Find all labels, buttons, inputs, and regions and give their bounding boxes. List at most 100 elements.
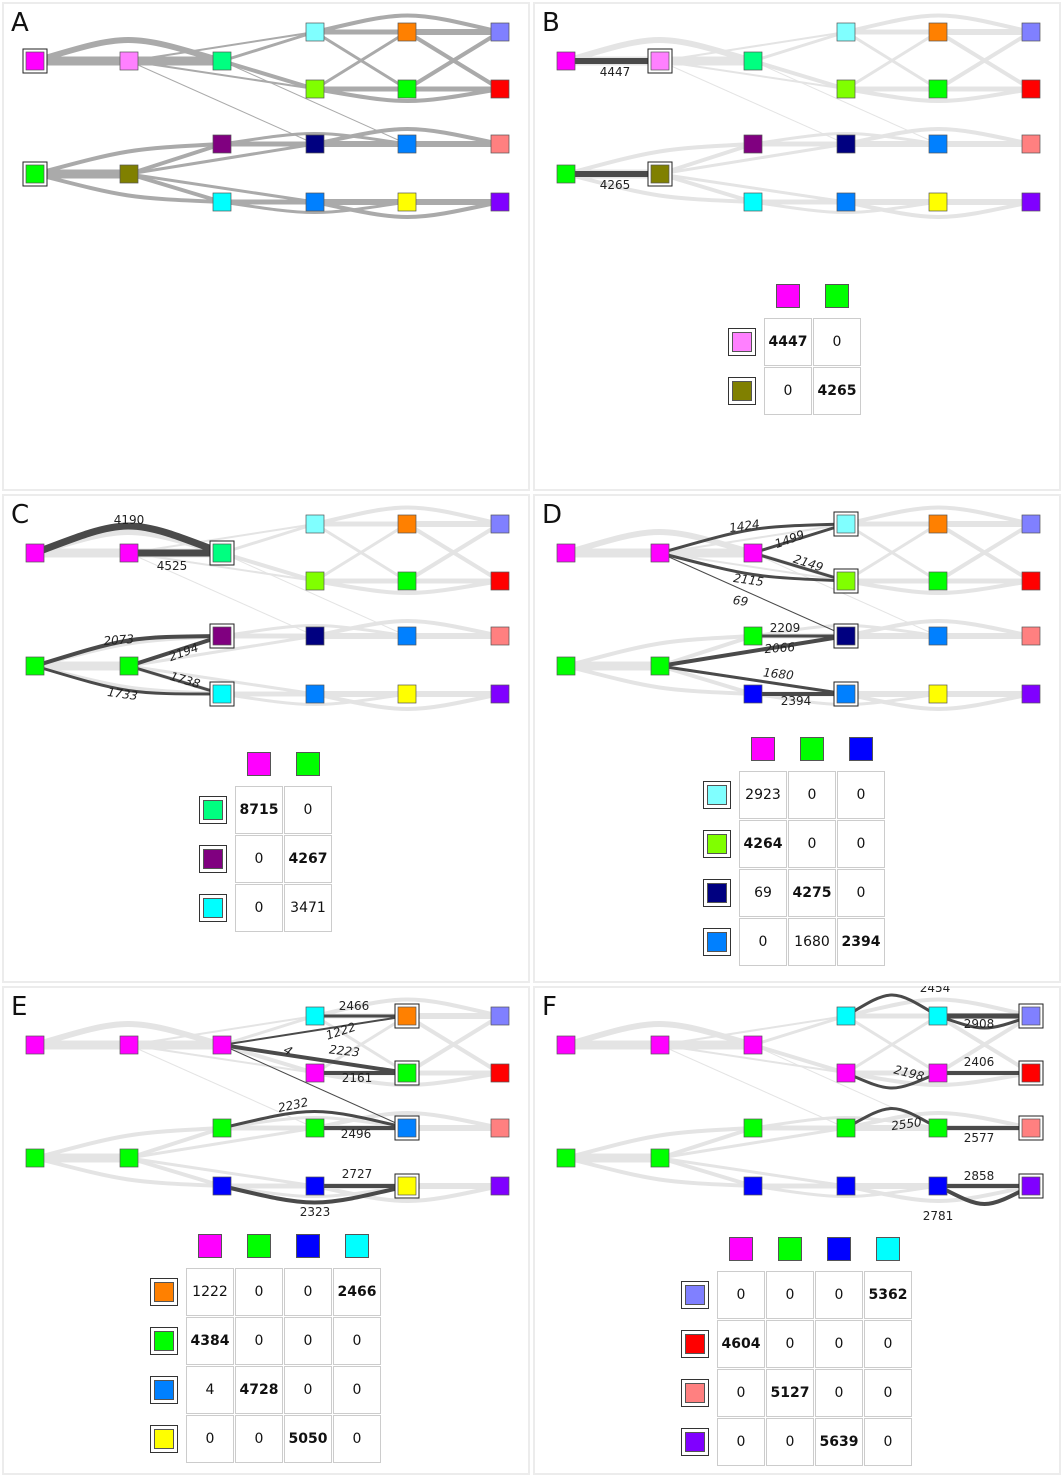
node-lightcyan[interactable]: [305, 22, 325, 42]
node-magenta[interactable]: [212, 1035, 232, 1055]
node-mint[interactable]: [743, 51, 763, 71]
node-olive[interactable]: [119, 164, 139, 184]
node-green[interactable]: [556, 1148, 576, 1168]
node-green[interactable]: [305, 1118, 325, 1138]
node-lightviolet[interactable]: [490, 514, 510, 534]
node-red[interactable]: [1021, 571, 1041, 591]
node-salmon[interactable]: [1021, 626, 1041, 646]
node-lightcyan[interactable]: [305, 514, 325, 534]
node-red[interactable]: [1021, 79, 1041, 99]
node-azure[interactable]: [397, 626, 417, 646]
node-mint[interactable]: [212, 51, 232, 71]
node-cyan[interactable]: [212, 684, 232, 704]
node-violet[interactable]: [1021, 1176, 1041, 1196]
node-lightcyan[interactable]: [836, 514, 856, 534]
node-violet[interactable]: [490, 192, 510, 212]
node-green[interactable]: [212, 1118, 232, 1138]
node-blue[interactable]: [836, 1176, 856, 1196]
node-salmon[interactable]: [490, 626, 510, 646]
node-red[interactable]: [490, 571, 510, 591]
node-green[interactable]: [928, 1118, 948, 1138]
node-green[interactable]: [397, 1063, 417, 1083]
node-lightviolet[interactable]: [1021, 1006, 1041, 1026]
node-salmon[interactable]: [1021, 1118, 1041, 1138]
node-orange[interactable]: [397, 1006, 417, 1026]
node-lightcyan[interactable]: [836, 22, 856, 42]
node-yellow[interactable]: [928, 192, 948, 212]
node-green[interactable]: [397, 571, 417, 591]
node-magenta[interactable]: [556, 1035, 576, 1055]
node-green[interactable]: [743, 626, 763, 646]
node-violet[interactable]: [490, 684, 510, 704]
node-salmon[interactable]: [490, 134, 510, 154]
node-violet[interactable]: [1021, 684, 1041, 704]
node-green[interactable]: [556, 656, 576, 676]
node-green[interactable]: [397, 79, 417, 99]
node-lightviolet[interactable]: [490, 1006, 510, 1026]
node-yellow[interactable]: [397, 684, 417, 704]
node-orange[interactable]: [397, 514, 417, 534]
node-azure[interactable]: [397, 134, 417, 154]
node-navy[interactable]: [305, 626, 325, 646]
node-cyan[interactable]: [743, 192, 763, 212]
node-green[interactable]: [928, 571, 948, 591]
node-lightviolet[interactable]: [1021, 22, 1041, 42]
node-azure[interactable]: [397, 1118, 417, 1138]
node-orange[interactable]: [928, 514, 948, 534]
node-azure[interactable]: [928, 134, 948, 154]
node-chartreuse[interactable]: [305, 79, 325, 99]
node-green[interactable]: [25, 656, 45, 676]
node-lightviolet[interactable]: [1021, 514, 1041, 534]
node-azure[interactable]: [928, 626, 948, 646]
node-navy[interactable]: [836, 626, 856, 646]
node-violet[interactable]: [490, 1176, 510, 1196]
node-magenta[interactable]: [556, 543, 576, 563]
node-red[interactable]: [490, 1063, 510, 1083]
node-purple[interactable]: [743, 134, 763, 154]
node-chartreuse[interactable]: [305, 571, 325, 591]
node-magenta[interactable]: [650, 543, 670, 563]
node-green[interactable]: [25, 164, 45, 184]
node-azure[interactable]: [836, 192, 856, 212]
node-yellow[interactable]: [397, 1176, 417, 1196]
node-green[interactable]: [743, 1118, 763, 1138]
node-green[interactable]: [836, 1118, 856, 1138]
node-azure[interactable]: [305, 192, 325, 212]
node-azure[interactable]: [305, 684, 325, 704]
node-magenta[interactable]: [25, 51, 45, 71]
node-magenta[interactable]: [119, 543, 139, 563]
node-violet[interactable]: [1021, 192, 1041, 212]
node-azure[interactable]: [836, 684, 856, 704]
node-green[interactable]: [119, 1148, 139, 1168]
node-chartreuse[interactable]: [836, 571, 856, 591]
node-green[interactable]: [556, 164, 576, 184]
node-red[interactable]: [490, 79, 510, 99]
node-orange[interactable]: [928, 22, 948, 42]
node-magenta[interactable]: [928, 1063, 948, 1083]
node-mint[interactable]: [212, 543, 232, 563]
node-magenta[interactable]: [650, 1035, 670, 1055]
node-green[interactable]: [650, 1148, 670, 1168]
node-pink[interactable]: [650, 51, 670, 71]
node-blue[interactable]: [305, 1176, 325, 1196]
node-cyan[interactable]: [212, 192, 232, 212]
node-purple[interactable]: [212, 626, 232, 646]
node-magenta[interactable]: [119, 1035, 139, 1055]
node-navy[interactable]: [836, 134, 856, 154]
node-green[interactable]: [928, 79, 948, 99]
node-yellow[interactable]: [397, 192, 417, 212]
node-orange[interactable]: [397, 22, 417, 42]
node-blue[interactable]: [743, 684, 763, 704]
node-magenta[interactable]: [25, 1035, 45, 1055]
node-cyan[interactable]: [305, 1006, 325, 1026]
node-pink[interactable]: [119, 51, 139, 71]
node-cyan[interactable]: [836, 1006, 856, 1026]
node-magenta[interactable]: [743, 543, 763, 563]
node-yellow[interactable]: [928, 684, 948, 704]
node-green[interactable]: [650, 656, 670, 676]
node-magenta[interactable]: [556, 51, 576, 71]
node-purple[interactable]: [212, 134, 232, 154]
node-magenta[interactable]: [25, 543, 45, 563]
node-magenta[interactable]: [836, 1063, 856, 1083]
node-green[interactable]: [25, 1148, 45, 1168]
